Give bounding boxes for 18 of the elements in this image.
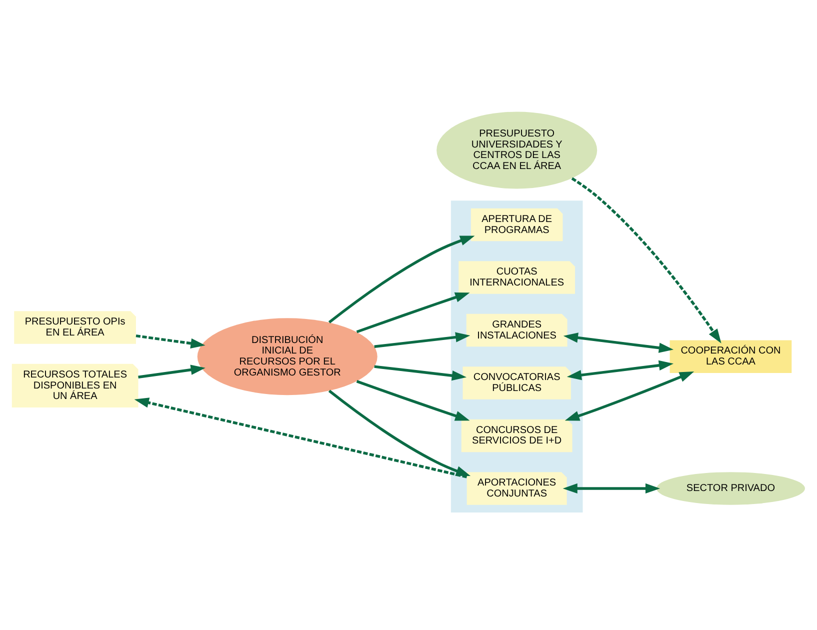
arrow bbox=[571, 176, 722, 343]
arrow bbox=[138, 364, 206, 378]
arrow bbox=[356, 380, 470, 420]
node-box: COOPERACIÓN CON LAS CCAA bbox=[670, 340, 792, 372]
arrow bbox=[134, 397, 468, 478]
arrow bbox=[563, 332, 674, 352]
arrow bbox=[374, 364, 467, 380]
arrow bbox=[562, 482, 660, 494]
node-ellipse: DISTRIBUCIÓN INICIAL DE RECURSOS POR EL ORGANISMO GESTOR bbox=[197, 318, 378, 395]
arrow bbox=[356, 292, 470, 333]
arrow bbox=[328, 389, 471, 476]
arrow bbox=[328, 235, 475, 323]
arrow bbox=[566, 360, 674, 380]
node-ellipse: SECTOR PRIVADO bbox=[656, 472, 805, 504]
arrow bbox=[136, 334, 206, 348]
node-ellipse: PRESUPUESTO UNIVERSIDADES Y CENTROS DE LAS CCAA EN EL ÁREA bbox=[436, 111, 598, 188]
arrow bbox=[374, 332, 470, 348]
arrow bbox=[564, 370, 694, 420]
